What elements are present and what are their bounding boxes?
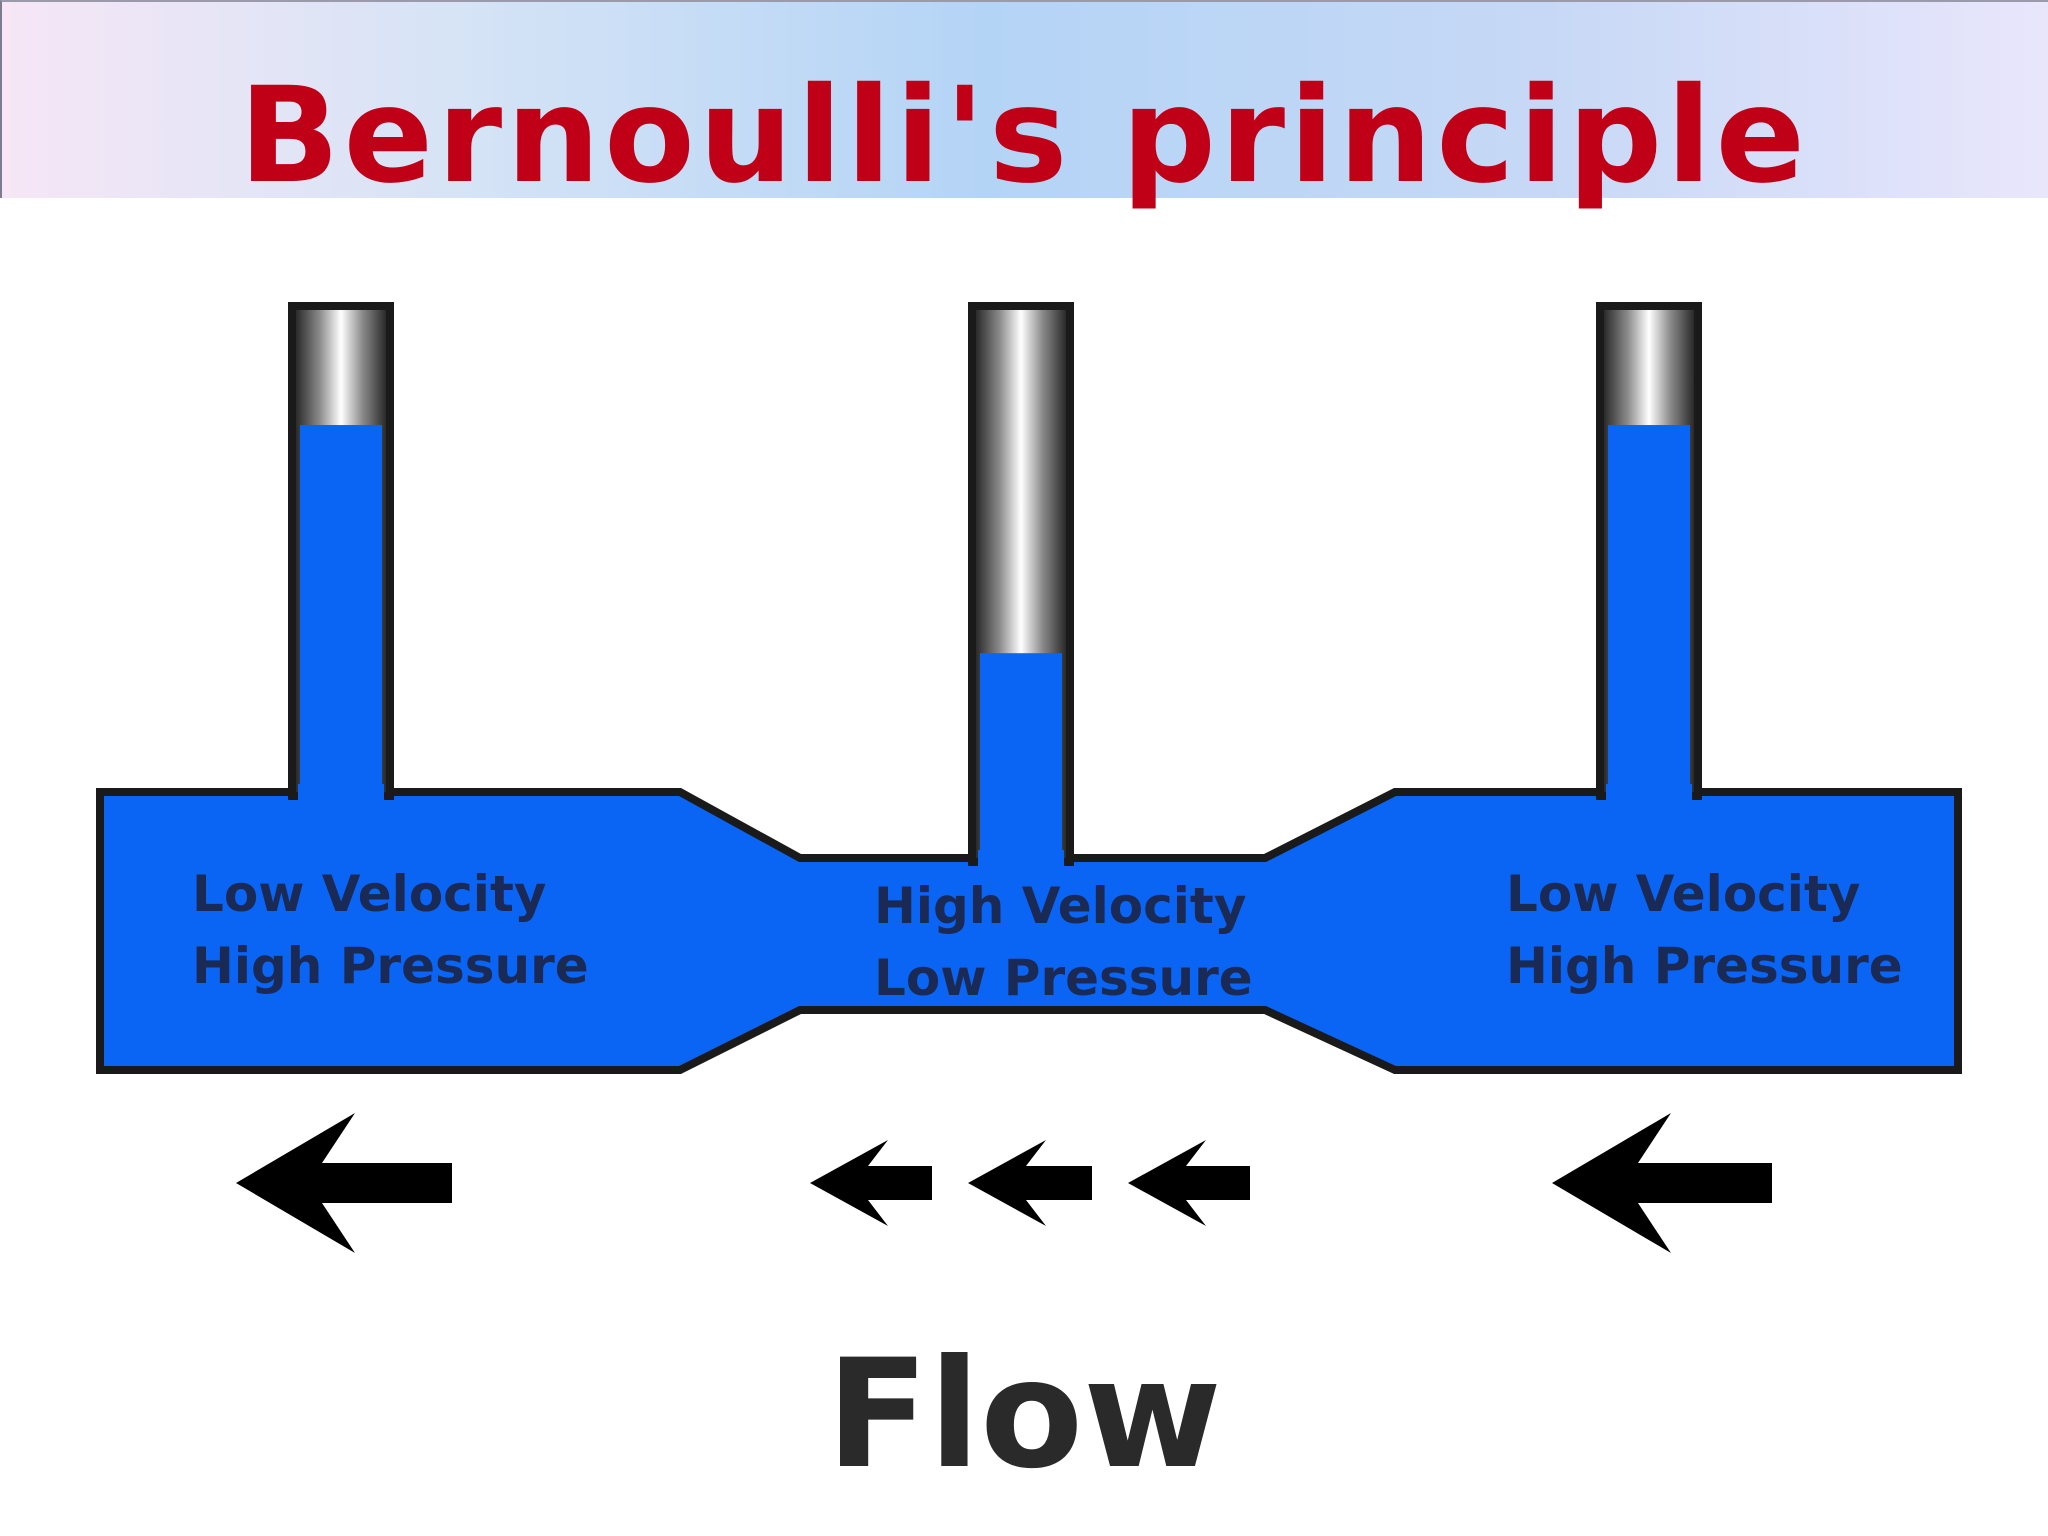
title-band xyxy=(0,0,2048,198)
tube-right-fluid xyxy=(1608,425,1690,802)
arrow-middle-3-icon xyxy=(1128,1140,1250,1226)
tube-left-fluid xyxy=(300,425,382,802)
middle-section-label: High Velocity Low Pressure xyxy=(874,870,1253,1014)
left-pressure-text: High Pressure xyxy=(192,937,589,995)
flow-label: Flow xyxy=(826,1328,1222,1502)
tube-middle-outline xyxy=(968,302,1074,862)
venturi-pipe xyxy=(96,788,1962,1074)
right-section-label: Low Velocity High Pressure xyxy=(1506,858,1903,1002)
left-velocity-text: Low Velocity xyxy=(192,865,547,923)
arrow-middle-1-icon xyxy=(810,1140,932,1226)
tube-right xyxy=(1596,302,1702,802)
pipe-right-joint xyxy=(1606,784,1692,804)
pipe-middle-joint xyxy=(978,850,1064,870)
flow-arrows xyxy=(236,1113,1772,1253)
middle-velocity-text: High Velocity xyxy=(874,877,1247,935)
arrow-right-icon xyxy=(1552,1113,1772,1253)
tube-middle xyxy=(968,302,1074,866)
tube-left-outline xyxy=(288,302,394,796)
right-velocity-text: Low Velocity xyxy=(1506,865,1861,923)
tube-right-outline xyxy=(1596,302,1702,796)
tube-left xyxy=(288,302,394,802)
tube-middle-fluid xyxy=(980,653,1062,866)
left-section-label: Low Velocity High Pressure xyxy=(192,858,589,1002)
pipe-left-joint xyxy=(298,784,384,804)
arrow-middle-2-icon xyxy=(968,1140,1092,1226)
middle-pressure-text: Low Pressure xyxy=(874,949,1253,1007)
arrow-left-icon xyxy=(236,1113,452,1253)
right-pressure-text: High Pressure xyxy=(1506,937,1903,995)
slide-title: Bernoulli's principle xyxy=(238,59,1810,213)
